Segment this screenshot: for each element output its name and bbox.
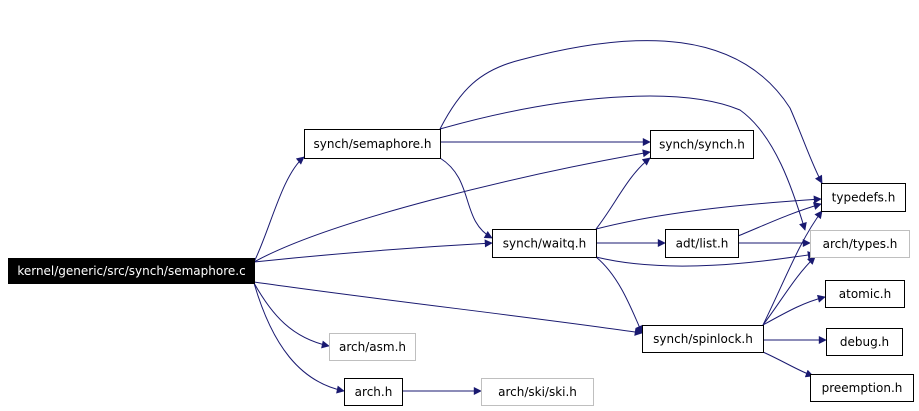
edge-spinlock-h-to-typedefs-h	[762, 210, 823, 326]
edge-root-to-spinlock-h	[253, 281, 643, 336]
node-waitq-h[interactable]: synch/waitq.h	[492, 229, 597, 258]
node-label-list-h: adt/list.h	[676, 237, 729, 251]
node-box-root	[8, 258, 255, 284]
node-arch-ski-h[interactable]: arch/ski/ski.h	[481, 378, 594, 406]
node-label-arch-types-h: arch/types.h	[823, 237, 898, 251]
node-label-waitq-h: synch/waitq.h	[503, 237, 586, 251]
node-label-arch-h: arch.h	[355, 385, 393, 399]
node-label-typedefs-h: typedefs.h	[832, 191, 896, 205]
node-label-synch-h: synch/synch.h	[659, 138, 745, 152]
edge-waitq-h-to-spinlock-h	[595, 256, 643, 334]
node-box-atomic-h	[825, 280, 905, 308]
edge-root-to-arch-h	[253, 282, 345, 394]
node-label-root: kernel/generic/src/synch/semaphore.c	[17, 264, 245, 278]
node-arch-types-h[interactable]: arch/types.h	[810, 230, 910, 258]
node-box-waitq-h	[492, 229, 597, 258]
node-box-spinlock-h	[642, 325, 764, 353]
node-label-preemption-h: preemption.h	[822, 381, 903, 395]
edge-layer	[253, 40, 827, 395]
node-arch-h[interactable]: arch.h	[344, 378, 403, 406]
node-debug-h[interactable]: debug.h	[826, 328, 903, 356]
edge-root-to-synch-h	[253, 149, 651, 263]
node-box-preemption-h	[810, 374, 914, 402]
node-spinlock-h[interactable]: synch/spinlock.h	[642, 325, 764, 353]
node-box-arch-h	[344, 378, 403, 406]
node-layer: kernel/generic/src/synch/semaphore.c sync…	[8, 129, 914, 406]
node-label-arch-ski-h: arch/ski/ski.h	[498, 385, 577, 399]
node-box-arch-asm-h	[329, 333, 416, 361]
node-label-spinlock-h: synch/spinlock.h	[653, 332, 753, 346]
edge-waitq-h-to-arch-types-h	[595, 251, 816, 267]
edge-root-to-arch-asm-h	[253, 282, 330, 349]
edge-spinlock-h-to-atomic-h	[762, 294, 826, 326]
node-label-semaphore-h: synch/semaphore.h	[314, 137, 432, 151]
node-box-synch-h	[650, 130, 754, 159]
node-synch-h[interactable]: synch/synch.h	[650, 130, 754, 159]
node-box-semaphore-h	[304, 129, 441, 159]
node-box-debug-h	[826, 328, 903, 356]
node-label-debug-h: debug.h	[840, 335, 889, 349]
node-box-arch-types-h	[810, 230, 910, 258]
edge-root-to-semaphore-h	[253, 156, 305, 263]
edge-semaphore-h-to-arch-types-h	[439, 95, 807, 231]
node-typedefs-h[interactable]: typedefs.h	[821, 183, 906, 212]
edge-semaphore-h-to-waitq-h	[439, 157, 493, 239]
node-arch-asm-h[interactable]: arch/asm.h	[329, 333, 416, 361]
node-box-arch-ski-h	[481, 378, 594, 406]
node-list-h[interactable]: adt/list.h	[665, 229, 739, 258]
edge-semaphore-h-to-typedefs-h	[439, 40, 823, 184]
node-root[interactable]: kernel/generic/src/synch/semaphore.c	[8, 258, 255, 284]
node-box-list-h	[665, 229, 739, 258]
node-label-atomic-h: atomic.h	[839, 287, 891, 301]
edge-waitq-h-to-typedefs-h	[595, 195, 822, 230]
edge-spinlock-h-to-preemption-h	[762, 351, 814, 378]
node-semaphore-h[interactable]: synch/semaphore.h	[304, 129, 441, 159]
node-box-typedefs-h	[821, 183, 906, 212]
edge-root-to-waitq-h	[253, 239, 493, 263]
node-atomic-h[interactable]: atomic.h	[825, 280, 905, 308]
edge-waitq-h-to-synch-h	[595, 157, 651, 230]
edge-list-h-to-typedefs-h	[737, 202, 822, 237]
node-label-arch-asm-h: arch/asm.h	[339, 340, 406, 354]
edge-spinlock-h-to-arch-types-h	[762, 256, 816, 326]
node-preemption-h[interactable]: preemption.h	[810, 374, 914, 402]
